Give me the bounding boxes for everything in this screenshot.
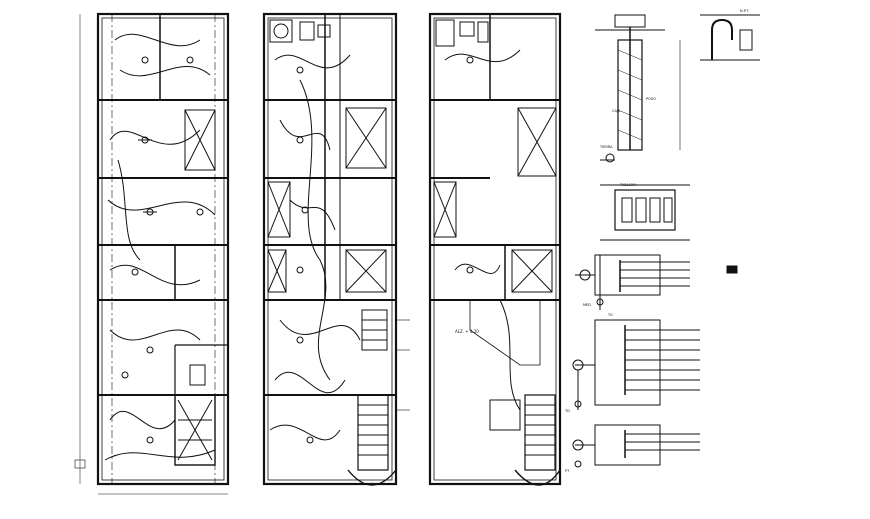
room-label-height: ALZ. + 4.20 [455,329,479,334]
single-line-diagram-2 [572,319,700,410]
floor-plan-3 [428,12,562,486]
schedule-mark-med: MED [583,303,591,307]
schedule-mark-td: TD [564,409,570,413]
detail-label-board: TABLERO [619,183,636,187]
detail-label-npt: N.P.T. [740,9,749,13]
schedule-mark-pt: PT [565,469,570,473]
meter-cabinet-detail [600,184,738,274]
floor-plan-2 [262,12,410,486]
detail-label-ground: TIERRA [599,145,613,149]
single-line-diagram-3 [572,424,700,468]
single-line-diagram-1 [575,254,690,310]
grounding-detail [595,14,681,163]
schedule-mark-tg: TG [607,313,613,317]
detail-label-well: POZO [646,97,656,101]
floor-plan-1 [74,12,230,495]
conduit-detail [700,14,760,61]
detail-label-box: CAJA [612,109,621,113]
